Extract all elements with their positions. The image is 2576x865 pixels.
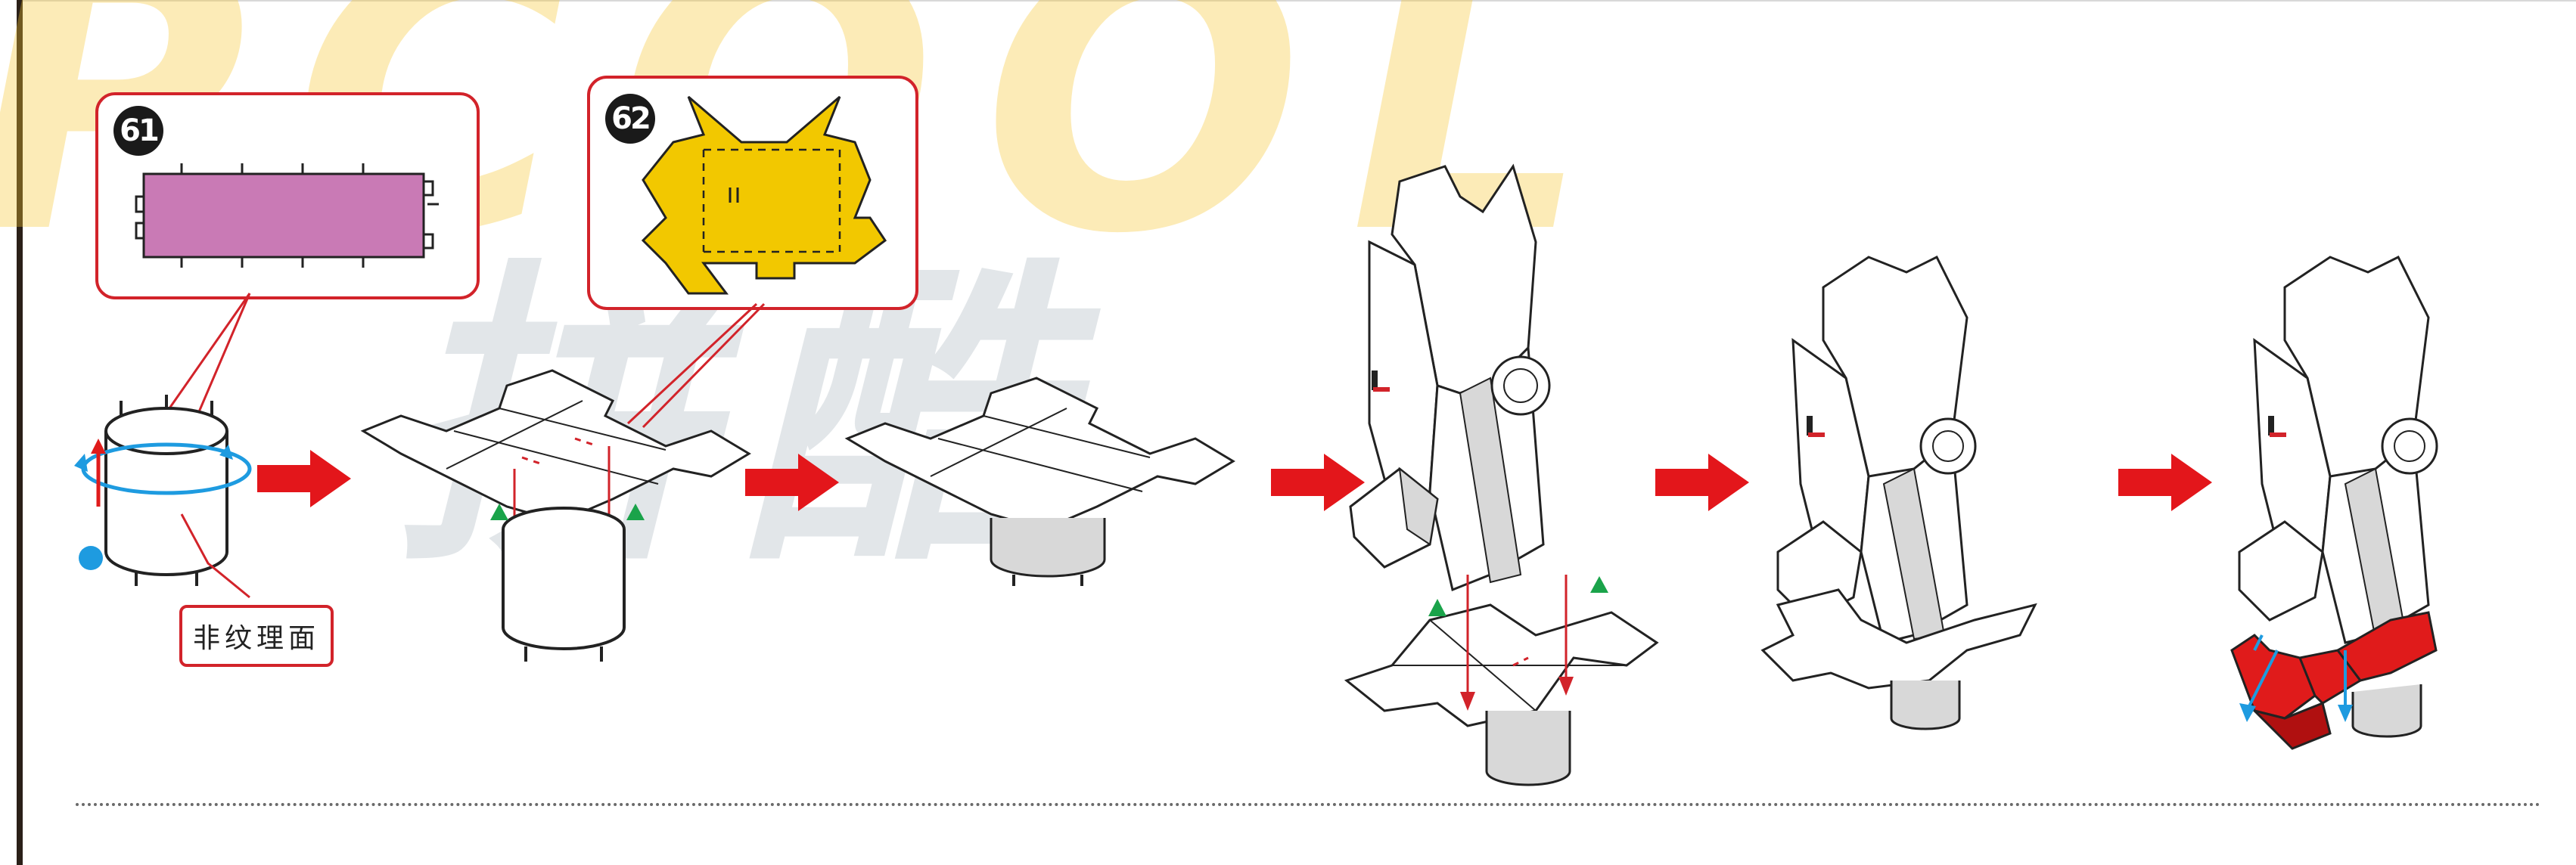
step-6-leg-red-skirt bbox=[2230, 255, 2438, 750]
step-4-leg-attach bbox=[1344, 163, 1659, 786]
non-texture-surface-label: 非纹理面 bbox=[179, 605, 334, 667]
step-3-sheet-assembled bbox=[844, 377, 1235, 586]
step-arrow-4 bbox=[1655, 454, 1749, 511]
part-62-flat bbox=[641, 95, 887, 295]
part-number-62: 62 bbox=[605, 94, 655, 144]
step-2-sheet-on-cylinder bbox=[360, 369, 751, 662]
step-5-leg-assembled bbox=[1760, 255, 2037, 730]
step-arrow-1 bbox=[257, 450, 351, 507]
step-arrow-3 bbox=[1271, 454, 1365, 511]
top-rule bbox=[23, 0, 2576, 2]
step-1-cylinder bbox=[74, 395, 252, 586]
step-arrow-2 bbox=[745, 454, 839, 511]
part-61-flat bbox=[135, 163, 439, 268]
left-margin-rule bbox=[17, 0, 23, 865]
part-number-61: 61 bbox=[113, 106, 163, 156]
step-arrow-5 bbox=[2118, 454, 2212, 511]
dotted-separator bbox=[76, 803, 2542, 806]
